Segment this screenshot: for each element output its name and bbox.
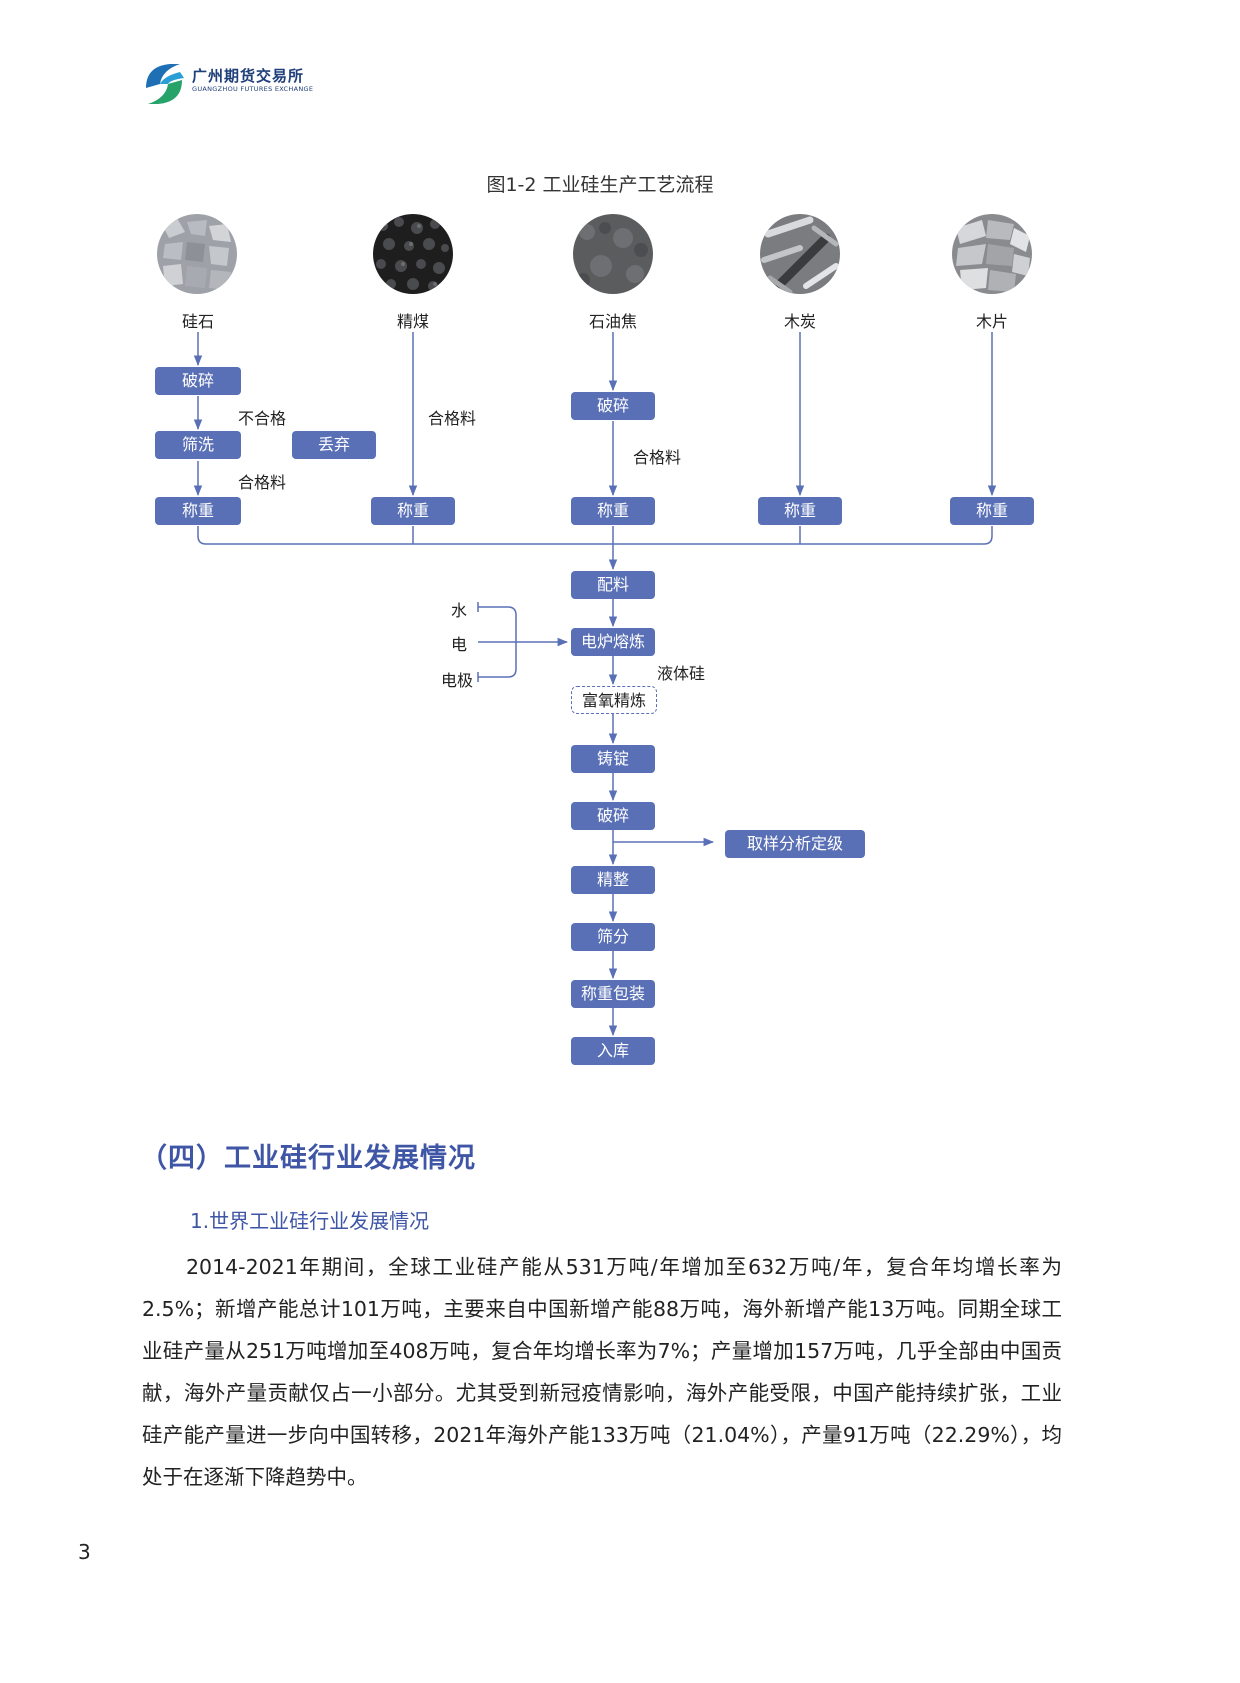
figure-title: 图1-2 工业硅生产工艺流程 <box>486 174 714 196</box>
material-label-coal: 精煤 <box>396 312 429 331</box>
logo-english-text: GUANGZHOU FUTURES EXCHANGE <box>192 85 314 93</box>
step-sampling-grading: 取样分析定级 <box>725 830 865 858</box>
step-screening: 筛分 <box>571 923 655 951</box>
step-oxygen-refining: 富氧精炼 <box>571 686 657 714</box>
collector-line <box>197 535 993 545</box>
note-qualified-coal: 合格料 <box>428 409 477 428</box>
note-unqualified: 不合格 <box>238 409 287 428</box>
step-weigh-coal: 称重 <box>371 497 455 525</box>
step-silica-wash: 筛洗 <box>155 431 241 459</box>
note-qualified-coke: 合格料 <box>633 448 682 467</box>
step-weigh-coke: 称重 <box>571 497 655 525</box>
input-electricity: 电 <box>451 635 468 654</box>
step-silica-crush: 破碎 <box>155 367 241 395</box>
step-weigh-charcoal: 称重 <box>758 497 842 525</box>
subsection-heading: 1.世界工业硅行业发展情况 <box>190 1209 430 1233</box>
step-weigh-packing: 称重包装 <box>571 980 655 1008</box>
flow-connectors <box>193 332 997 1037</box>
body-paragraph: 2014-2021年期间，全球工业硅产能从531万吨/年增加至632万吨/年，复… <box>142 1255 1062 1489</box>
step-discard: 丢弃 <box>292 431 376 459</box>
petroleum-coke-photo <box>573 214 653 294</box>
material-label-wood-chips: 木片 <box>975 312 1008 331</box>
coal-photo <box>373 214 453 294</box>
step-casting: 铸锭 <box>571 745 655 773</box>
section-heading: （四）工业硅行业发展情况 <box>140 1143 476 1174</box>
wood-chips-photo <box>952 214 1032 294</box>
logo-mark-icon <box>146 64 184 104</box>
note-qualified-silica: 合格料 <box>238 473 287 492</box>
charcoal-photo <box>760 214 840 294</box>
step-electric-furnace-smelting: 电炉熔炼 <box>571 628 655 656</box>
exchange-logo: 广州期货交易所 GUANGZHOU FUTURES EXCHANGE <box>140 58 320 114</box>
step-coke-crush: 破碎 <box>571 392 655 420</box>
logo-chinese-text: 广州期货交易所 <box>192 67 305 85</box>
input-electrode: 电极 <box>441 671 474 690</box>
step-warehousing: 入库 <box>571 1037 655 1065</box>
material-label-charcoal: 木炭 <box>783 312 816 331</box>
step-weigh-wood-chips: 称重 <box>950 497 1034 525</box>
input-water: 水 <box>451 601 468 620</box>
note-liquid-silicon: 液体硅 <box>657 664 706 683</box>
step-finishing: 精整 <box>571 866 655 894</box>
material-label-silica: 硅石 <box>181 312 214 331</box>
step-final-crush: 破碎 <box>571 802 655 830</box>
step-batching: 配料 <box>571 571 655 599</box>
silica-photo <box>157 214 237 294</box>
step-weigh-silica: 称重 <box>155 497 241 525</box>
material-label-petroleum-coke: 石油焦 <box>588 312 637 331</box>
page-number: 3 <box>78 1540 91 1564</box>
